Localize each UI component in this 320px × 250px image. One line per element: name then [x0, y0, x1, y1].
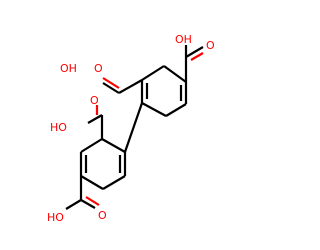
upper-ring-bond [163, 65, 187, 83]
carboxyl-group-3: O HO [50, 94, 104, 139]
carboxyl-4-oxygen-label: O [98, 209, 107, 222]
carboxyl-4-coh-bond [65, 199, 82, 210]
lower-ring [79, 138, 127, 190]
biaryl-bond [123, 102, 144, 153]
carboxyl-1-co-bond [185, 46, 204, 58]
carboxyl-1-oxygen-label: O [206, 39, 215, 52]
carboxyl-3-oxygen-label: O [90, 94, 99, 107]
carboxyl-3-hydroxyl-label: HO [50, 121, 67, 134]
carboxyl-2-oxygen-label: O [94, 62, 103, 75]
carboxyl-1-hydroxyl-label: OH [175, 33, 192, 46]
carboxyl-group-4: O HO [47, 176, 107, 224]
molecule-structure: O OH O OH O HO O HO [47, 33, 215, 224]
carboxyl-1-co-double-bond [190, 52, 204, 61]
carboxyl-2-hydroxyl-label: OH [60, 62, 77, 75]
carboxyl-group-1: O OH [175, 33, 215, 82]
upper-ring-bond [165, 103, 187, 117]
carboxyl-4-hydroxyl-label: HO [47, 211, 64, 224]
carboxyl-2-c-bond [118, 79, 143, 94]
lower-ring-bond [80, 138, 103, 153]
carboxyl-2-co-bond [102, 82, 120, 94]
lower-ring-bond [80, 175, 104, 190]
carboxyl-4-co-double-bond [85, 196, 100, 206]
carboxyl-group-2: O OH [60, 62, 143, 94]
carboxyl-3-coh-bond [87, 114, 103, 124]
lower-ring-bond [101, 138, 126, 153]
upper-ring [140, 65, 188, 117]
carboxyl-4-co-bond [80, 199, 96, 209]
upper-ring-bond [141, 102, 167, 117]
carboxyl-2-co-double-bond [102, 77, 120, 89]
lower-ring-bond [102, 175, 126, 190]
upper-ring-bond [141, 65, 165, 81]
